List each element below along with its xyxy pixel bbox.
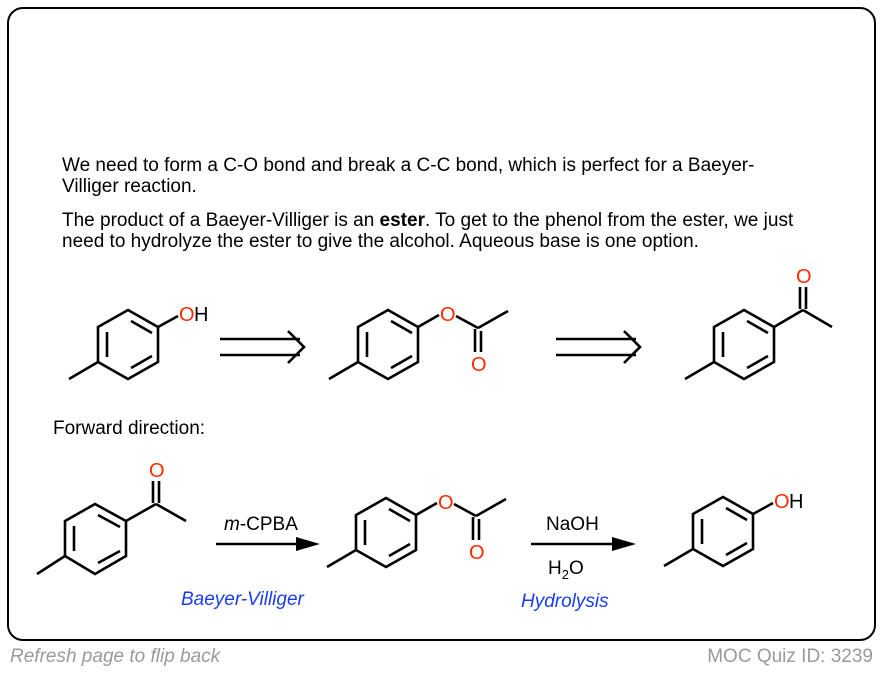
o-c-bond [455,314,479,330]
methyl-bond [328,360,359,381]
quiz-id: MOC Quiz ID: 3239 [707,646,873,667]
reaction-step-1: m-CPBA Baeyer-Villiger [181,514,320,610]
methyl-bond [326,548,357,569]
molecule-p-tolyl-acetate-forward: O O [326,492,507,569]
ring-double-bond [97,513,121,529]
methyl-bond [155,502,187,523]
explanation-text: We need to form a C-O bond and break a C… [62,155,755,197]
o-c-bond [453,502,477,518]
molecule-p-methylacetophenone-retro: O [684,266,833,381]
reaction-arrow-head [612,537,636,551]
carbonyl-oxygen-atom: O [469,542,485,564]
retrosynthetic-arrow-1 [220,330,306,364]
methyl-bond [477,309,509,330]
refresh-hint: Refresh page to flip back [10,646,221,667]
ring-double-bond [130,354,153,370]
explanation-text: The product of a Baeyer-Villiger is an [62,210,380,231]
carbonyl-oxygen-atom: O [471,354,487,376]
oxygen-atom: O [179,304,195,326]
hydrogen-atom: H [194,304,208,326]
c-o-bond [752,501,774,516]
ring-double-bond [725,506,748,522]
explanation-text: . To get to the phenol from the ester, w… [62,210,794,252]
ring-double-bond [388,542,411,558]
methyl-bond [663,547,694,568]
molecule-p-tolyl-acetate-retro: O O [328,304,509,381]
molecule-p-methylacetophenone-forward: O [36,460,187,576]
explanation-paragraph-1: We need to form a C-O bond and break a C… [62,155,802,197]
c-o-bond [157,314,179,329]
ring-double-bond [130,319,153,335]
reagent-naoh: NaOH [546,514,599,535]
reaction-arrow-head [296,537,320,551]
molecule-p-cresol-retro: O H [68,304,208,381]
ester-oxygen-atom: O [438,492,454,514]
ring-double-bond [388,507,411,523]
hydrogen-atom: H [789,491,803,513]
oxygen-atom: O [774,491,790,513]
aryl-c-bond [125,502,157,523]
c-o-bond [417,313,440,329]
retrosynthetic-arrow-2 [556,330,642,364]
ring-double-bond [390,319,413,335]
ring-double-bond [725,541,748,557]
reaction-name-baeyer-villiger: Baeyer-Villiger [181,589,305,610]
molecule-p-cresol-forward: O H [663,491,803,568]
carbonyl-oxygen-atom: O [149,460,165,482]
reagent-water: H2O [548,558,584,582]
methyl-bond [684,360,715,381]
methyl-bond [475,497,507,518]
aryl-c-bond [773,308,804,329]
carbonyl-oxygen-atom: O [796,266,812,288]
reaction-name-hydrolysis: Hydrolysis [521,591,609,612]
quiz-card[interactable] [7,7,876,641]
reaction-step-2: NaOH H2O Hydrolysis [521,514,636,612]
reagent-mcpba: m-CPBA [224,514,298,535]
ester-oxygen-atom: O [440,304,456,326]
explanation-paragraph-2: The product of a Baeyer-Villiger is an e… [62,210,802,252]
ring-double-bond [746,319,769,335]
methyl-bond [36,554,66,576]
methyl-bond [68,360,99,381]
ester-bold-term: ester [379,210,425,231]
methyl-bond [802,308,833,329]
ring-double-bond [97,549,121,565]
c-o-bond [415,501,438,517]
ring-double-bond [746,354,769,370]
ring-double-bond [390,354,413,370]
forward-direction-label: Forward direction: [53,418,206,439]
